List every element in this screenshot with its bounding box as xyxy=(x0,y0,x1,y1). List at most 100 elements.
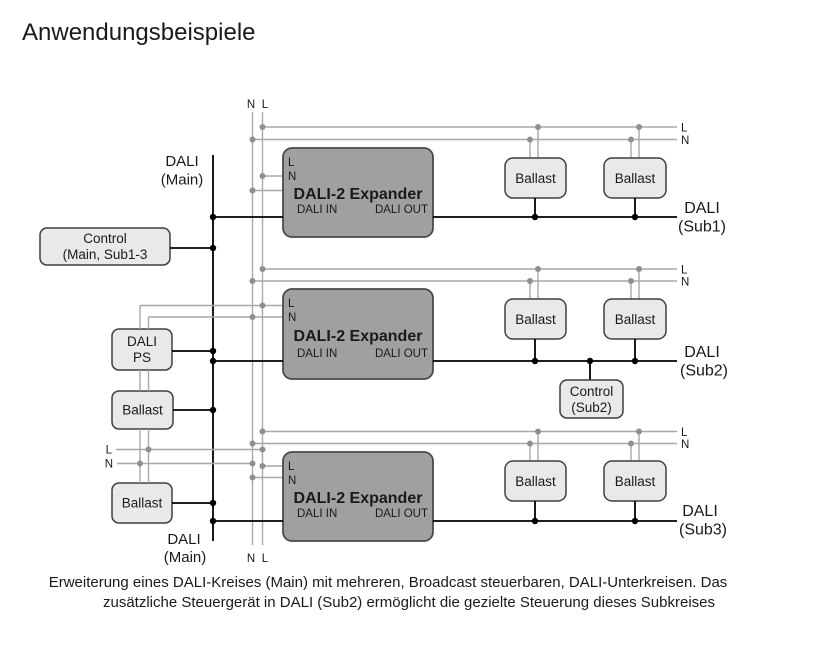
mains-risers: N L N L xyxy=(247,99,269,565)
junction-dot xyxy=(527,440,533,447)
junction-dot xyxy=(249,136,256,143)
nl-label-bottom-n: N xyxy=(247,553,255,565)
ballast-sub1-b-label: Ballast xyxy=(615,171,656,186)
dali-main-top-label-1: DALI xyxy=(165,153,198,170)
junction-dot xyxy=(535,428,541,435)
junction-dot xyxy=(209,406,217,414)
expander-3-n: N xyxy=(288,475,296,487)
dali-sub2-label-1: DALI xyxy=(684,344,720,361)
junction-dot xyxy=(636,266,642,272)
dali-sub1-label-2: (Sub1) xyxy=(678,219,726,236)
junction-dot xyxy=(628,278,634,284)
junction-dot xyxy=(209,244,217,252)
section-sub1: L N L N DALI-2 Expander DALI IN DALI OUT… xyxy=(209,123,726,238)
junction-dot xyxy=(249,314,256,320)
control-main-label-1: Control xyxy=(83,231,127,246)
junction-dot xyxy=(586,357,594,365)
junction-dot xyxy=(527,278,533,284)
sub1-l-label: L xyxy=(681,123,688,135)
expander-3-dali-in: DALI IN xyxy=(297,508,337,520)
expander-3-l: L xyxy=(288,461,295,473)
control-sub2-label-2: (Sub2) xyxy=(571,400,612,415)
junction-dot xyxy=(259,266,266,272)
junction-dot xyxy=(259,428,266,435)
expander-3-dali-out: DALI OUT xyxy=(375,508,428,520)
ballast-sub1-a-label: Ballast xyxy=(515,171,556,186)
junction-dot xyxy=(259,124,266,130)
page-title: Anwendungsbeispiele xyxy=(22,19,256,46)
dali-sub3-label-1: DALI xyxy=(682,503,718,520)
junction-dot xyxy=(259,446,266,453)
control-sub2-box xyxy=(559,379,624,419)
expander-3-title: DALI-2 Expander xyxy=(294,490,423,507)
expander-1-dali-in: DALI IN xyxy=(297,204,337,216)
ballast-sub3-a-label: Ballast xyxy=(515,474,556,489)
control-main-label-2: (Main, Sub1-3 xyxy=(63,247,148,262)
junction-dot xyxy=(145,446,152,453)
junction-dot xyxy=(249,187,256,194)
junction-dot xyxy=(209,357,217,365)
junction-dot xyxy=(628,440,634,447)
nl-label-bottom-l: L xyxy=(262,553,269,565)
junction-dot xyxy=(249,278,256,284)
dali-ps-label-2: PS xyxy=(133,350,151,365)
left-l-label: L xyxy=(106,445,113,457)
dali-main-bottom-label-1: DALI xyxy=(167,531,200,548)
dali-sub1-label-1: DALI xyxy=(684,200,720,217)
junction-dot xyxy=(631,357,639,365)
junction-dot xyxy=(535,124,541,130)
dali-main-junctions xyxy=(209,244,217,507)
junction-dot xyxy=(527,136,533,143)
junction-dot xyxy=(249,460,256,467)
sub1-n-label: N xyxy=(681,135,689,147)
ballast-left-1-label: Ballast xyxy=(122,403,163,418)
dali-main-bottom-label-2: (Main) xyxy=(164,549,207,566)
caption-line-2: zusätzliche Steuergerät in DALI (Sub2) e… xyxy=(103,594,715,611)
junction-dot xyxy=(249,440,256,447)
sub2-l-label: L xyxy=(681,265,688,277)
nl-label-top-n: N xyxy=(247,99,255,111)
junction-dot xyxy=(249,474,256,481)
junction-dot xyxy=(631,213,639,221)
expander-1-l: L xyxy=(288,157,295,169)
junction-dot xyxy=(209,347,217,355)
junction-dot xyxy=(636,428,642,435)
expander-2-box xyxy=(282,288,434,380)
sub3-l-label: L xyxy=(681,427,688,439)
junction-dot xyxy=(628,136,634,143)
section-sub2: L N L N DALI-2 Expander DALI IN DALI OUT… xyxy=(139,265,728,419)
junction-dot xyxy=(531,517,539,525)
dali-sub2-label-2: (Sub2) xyxy=(680,363,728,380)
junction-dot xyxy=(535,266,541,272)
expander-3-box xyxy=(282,451,434,542)
expander-1-title: DALI-2 Expander xyxy=(294,186,423,203)
ballast-left-2-label: Ballast xyxy=(122,496,163,511)
junction-dot xyxy=(636,124,642,130)
left-n-label: N xyxy=(105,459,113,471)
expander-1-box xyxy=(282,147,434,238)
control-main-box xyxy=(39,227,171,266)
expander-2-n: N xyxy=(288,312,296,324)
caption: Erweiterung eines DALI-Kreises (Main) mi… xyxy=(49,574,728,611)
expander-1-dali-out: DALI OUT xyxy=(375,204,428,216)
dali-sub3-label-2: (Sub3) xyxy=(679,522,727,539)
expander-2-dali-in: DALI IN xyxy=(297,348,337,360)
junction-dot xyxy=(531,213,539,221)
expander-1-n: N xyxy=(288,171,296,183)
caption-line-1: Erweiterung eines DALI-Kreises (Main) mi… xyxy=(49,574,728,591)
junction-dot xyxy=(631,517,639,525)
junction-dot xyxy=(259,302,266,309)
junction-dot xyxy=(531,357,539,365)
expander-2-dali-out: DALI OUT xyxy=(375,348,428,360)
sub2-n-label: N xyxy=(681,277,689,289)
junction-dot xyxy=(259,173,266,179)
dali-ps-label-1: DALI xyxy=(127,334,157,349)
expander-2-l: L xyxy=(288,298,295,310)
dali-ps-box xyxy=(111,328,173,371)
dali-main-top-label-2: (Main) xyxy=(161,172,204,189)
expander-2-title: DALI-2 Expander xyxy=(294,328,423,345)
ballast-sub3-b-label: Ballast xyxy=(615,474,656,489)
control-sub2-label-1: Control xyxy=(570,384,614,399)
